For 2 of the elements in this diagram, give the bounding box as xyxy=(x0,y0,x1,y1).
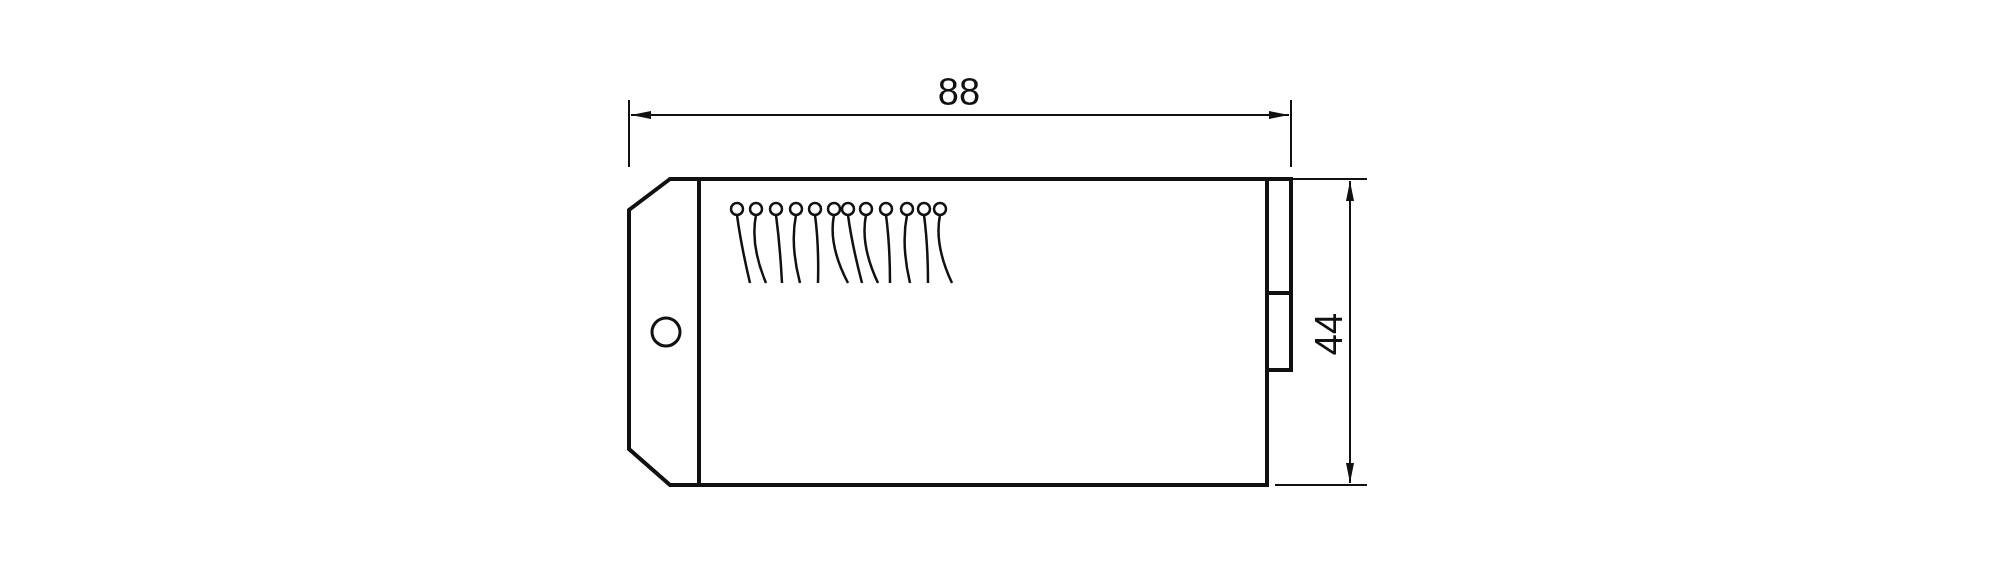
dimension-value: 88 xyxy=(937,73,981,111)
dimension-value: 44 xyxy=(1310,312,1348,356)
